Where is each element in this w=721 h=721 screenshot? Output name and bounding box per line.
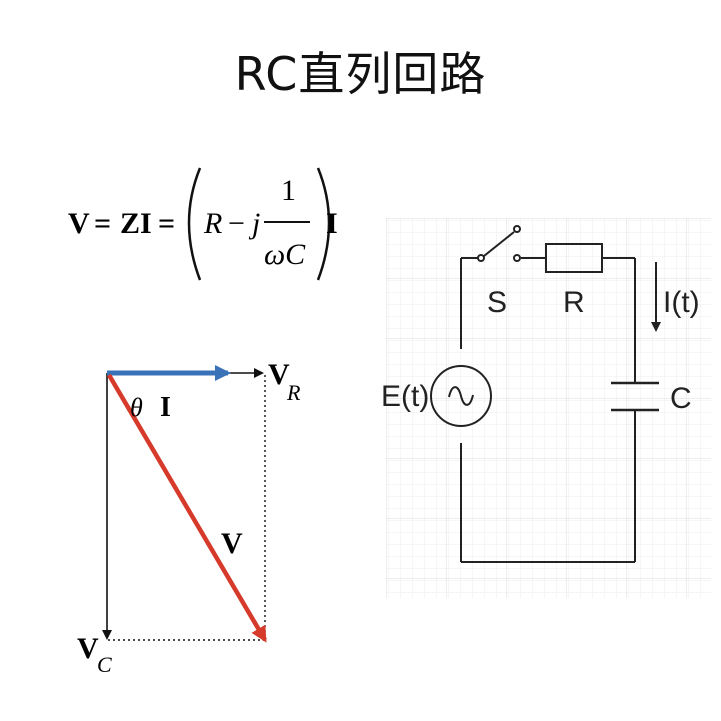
- source-label: E(t): [381, 380, 429, 413]
- voltage-phasor-arrow: [107, 373, 267, 643]
- ac-source-wave-icon: [448, 386, 474, 406]
- formula-minus: −: [228, 207, 245, 240]
- resistor-label: R: [563, 286, 585, 319]
- capacitor-label: C: [670, 382, 692, 415]
- formula-numerator: 1: [281, 174, 296, 207]
- switch-contact-right: [513, 254, 521, 262]
- switch-blade: [483, 231, 515, 257]
- ac-source-circle: [430, 365, 492, 427]
- vr-subscript: R: [286, 380, 301, 405]
- theta-label: θ: [130, 393, 143, 422]
- current-label-circuit: I(t): [663, 286, 700, 319]
- formula-right-paren: [316, 167, 331, 281]
- formula-v: V: [68, 207, 90, 240]
- formula-equals-1: =: [94, 207, 111, 240]
- vc-subscript: C: [97, 652, 112, 677]
- grid-background: [386, 218, 711, 598]
- formula-zi: ZI: [120, 207, 152, 240]
- voltage-label: V: [221, 527, 243, 560]
- switch-contact-left: [477, 254, 485, 262]
- switch-label: S: [487, 286, 507, 319]
- formula-left-paren: [187, 167, 202, 281]
- current-label: I: [160, 392, 171, 423]
- page-title: RC直列回路: [234, 47, 487, 101]
- formula-j: j: [248, 207, 260, 240]
- formula-equals-2: =: [158, 207, 175, 240]
- formula-i: I: [326, 207, 338, 240]
- formula-denominator: ωC: [264, 238, 306, 271]
- formula-r: R: [203, 207, 222, 240]
- switch-contact-upper: [513, 225, 521, 233]
- vc-label: V: [77, 632, 99, 665]
- vr-label: V: [268, 358, 290, 391]
